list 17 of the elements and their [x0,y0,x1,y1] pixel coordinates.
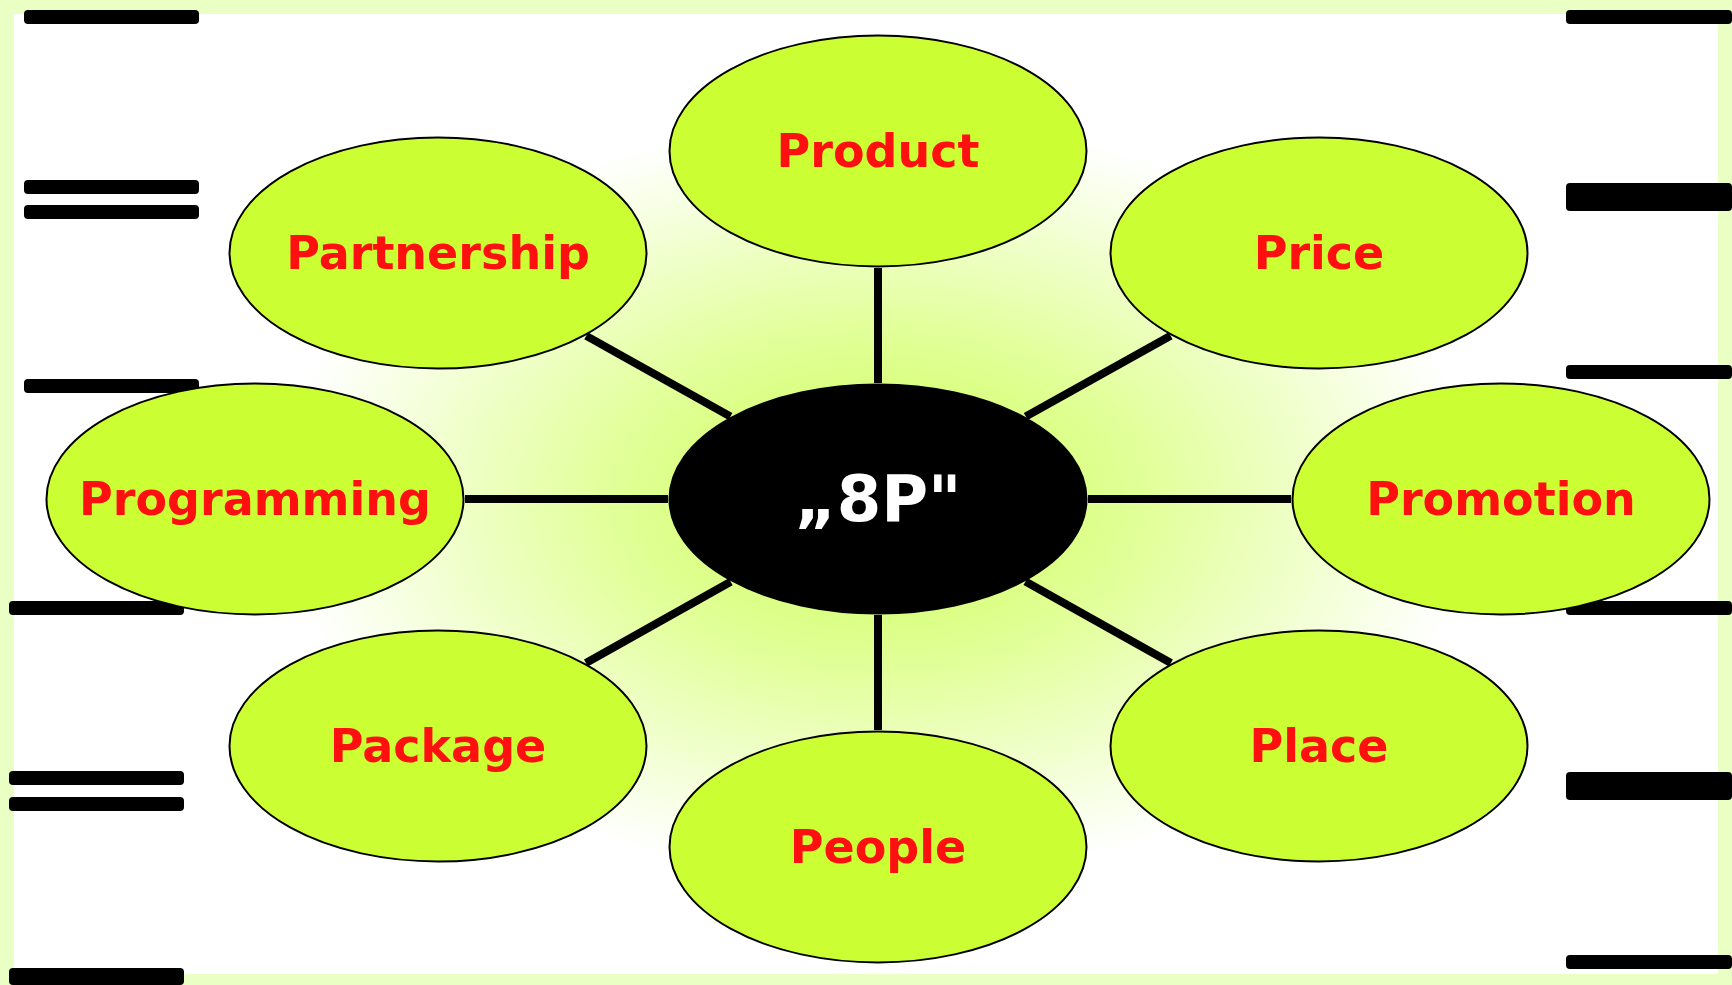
connector-line [874,268,882,383]
connector-line [465,495,668,503]
connector-line [1088,495,1291,503]
connector-line [584,332,733,420]
topic-label: Package [329,719,547,773]
connector-line [874,615,882,730]
topic-label: Price [1253,226,1385,280]
connector-line [1023,578,1173,667]
topic-label: Partnership [286,226,590,280]
topic-label: Programming [79,472,431,526]
topic-label: Promotion [1366,472,1636,526]
topic-label: People [789,820,967,874]
connector-line [1023,332,1173,421]
topic-label: Place [1249,719,1389,773]
topic-label: Product [776,124,980,178]
connector-line [583,578,733,667]
center-title: „8P" [794,462,962,536]
